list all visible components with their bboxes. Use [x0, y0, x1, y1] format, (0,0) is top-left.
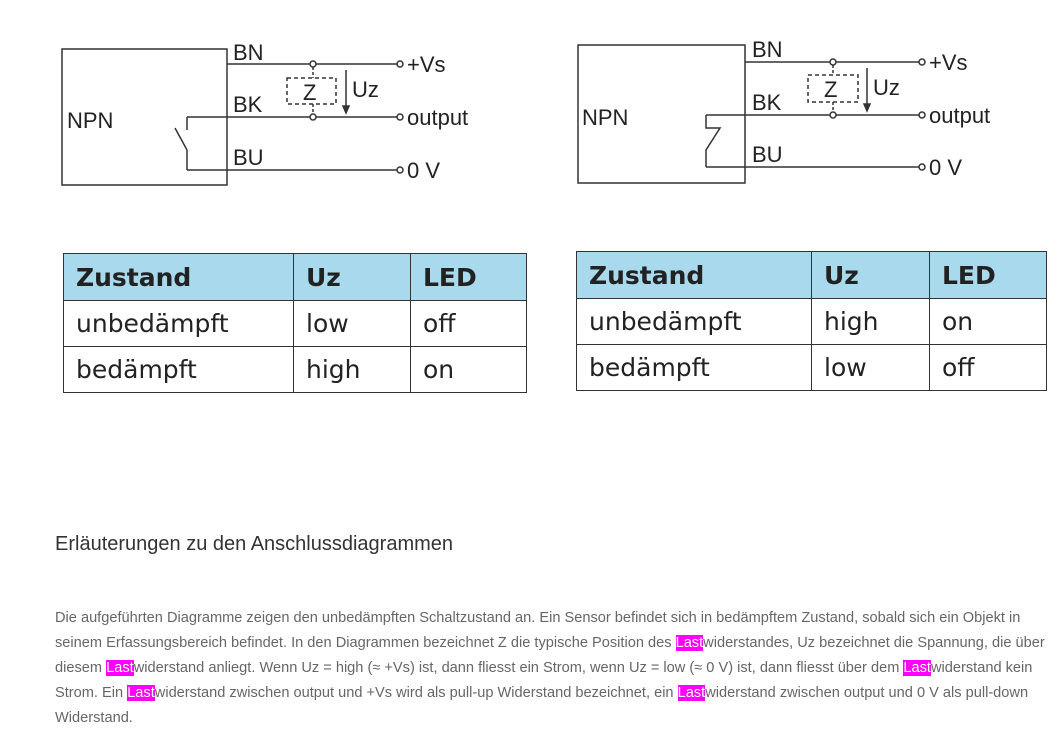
cell: unbedämpft	[576, 298, 812, 345]
bn-label: BN	[233, 40, 264, 65]
cell: bedämpft	[576, 344, 812, 391]
cell: bedämpft	[63, 346, 294, 393]
bk-label: BK	[233, 92, 263, 117]
bu-label: BU	[752, 142, 783, 167]
text: widerstand zwischen output und 0 V als p…	[55, 685, 1029, 726]
header-led: LED	[929, 251, 1047, 299]
cell: on	[929, 298, 1047, 345]
output-terminal: output	[407, 105, 468, 130]
text: widerstandes, Uz bezeichnet die Spannung…	[55, 635, 1045, 676]
header-uz: Uz	[811, 251, 930, 299]
header-uz: Uz	[293, 253, 411, 301]
zero-terminal: 0 V	[929, 155, 962, 180]
z-label: Z	[303, 80, 316, 105]
diagram-left	[61, 48, 404, 186]
text: widerstand kein Strom. Ein	[55, 660, 1033, 701]
zero-terminal: 0 V	[407, 158, 440, 183]
search-highlight: Last	[675, 635, 704, 651]
cell: unbedämpft	[63, 300, 294, 347]
cell: low	[293, 300, 411, 347]
bn-label: BN	[752, 37, 783, 62]
search-highlight: Last	[903, 660, 931, 676]
npn-label: NPN	[67, 108, 113, 133]
search-highlight: Last	[106, 660, 134, 676]
npn-label: NPN	[582, 105, 628, 130]
cell: on	[410, 346, 527, 393]
section-heading: Erläuterungen zu den Anschlussdiagrammen	[55, 533, 454, 555]
search-highlight: Last	[127, 685, 155, 701]
output-terminal: output	[929, 103, 990, 128]
cell: off	[410, 300, 527, 347]
header-zustand: Zustand	[576, 251, 812, 299]
vs-terminal: +Vs	[929, 50, 968, 75]
text: widerstand anliegt. Wenn Uz = high (≈ +V…	[133, 660, 904, 676]
cell: low	[811, 344, 930, 391]
vs-terminal: +Vs	[407, 52, 446, 77]
text: widerstand zwischen output und +Vs wird …	[154, 685, 678, 701]
header-zustand: Zustand	[63, 253, 294, 301]
explanation-paragraph: Die aufgeführten Diagramme zeigen den un…	[55, 606, 1055, 731]
wiring-diagrams: NPN BN BK BU Z Uz +Vs output 0 V NPN BN …	[61, 37, 990, 186]
header-led: LED	[410, 253, 527, 301]
uz-label: Uz	[352, 77, 379, 102]
cell: high	[293, 346, 411, 393]
text: Die aufgeführten Diagramme zeigen den un…	[55, 610, 1021, 651]
diagram-right	[577, 44, 926, 184]
cell: off	[929, 344, 1047, 391]
bk-label: BK	[752, 90, 782, 115]
search-highlight: Last	[677, 685, 706, 701]
uz-label: Uz	[873, 75, 900, 100]
bu-label: BU	[233, 145, 264, 170]
z-label: Z	[824, 77, 837, 102]
cell: high	[811, 298, 930, 345]
